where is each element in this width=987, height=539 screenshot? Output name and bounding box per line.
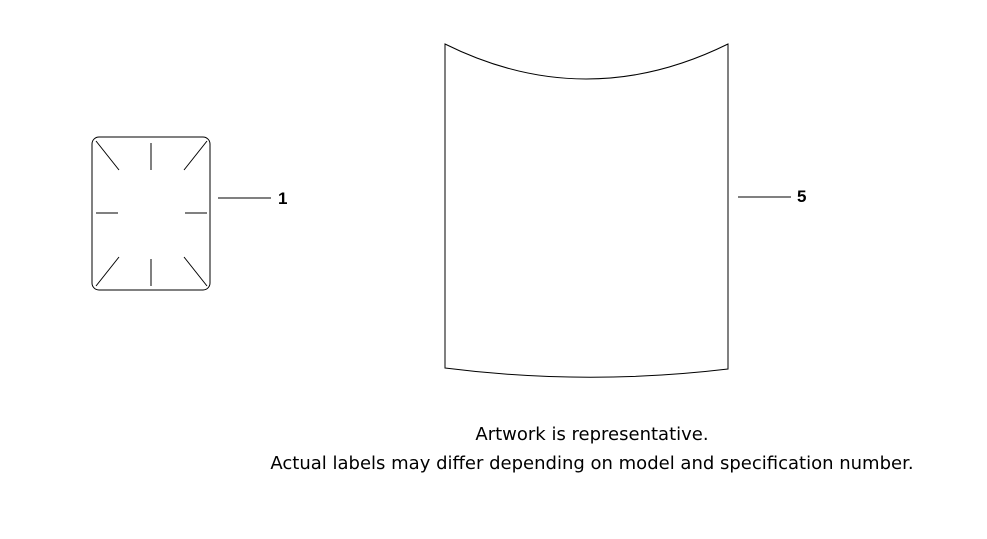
tick-top-right [183, 140, 208, 171]
label-5-outline [444, 43, 729, 378]
caption-label-disclaimer: Actual labels may differ depending on mo… [270, 453, 914, 474]
tick-top-left [95, 140, 120, 171]
label-1-drawing [91, 136, 211, 291]
label-1-outline [91, 136, 211, 291]
tick-bottom-right [183, 256, 208, 287]
callout-5-number: 5 [797, 187, 806, 206]
tick-bottom-left [95, 256, 120, 287]
caption-artwork-note: Artwork is representative. [475, 424, 709, 445]
callout-1-number: 1 [278, 189, 287, 208]
label-1-tick-marks [95, 140, 208, 287]
